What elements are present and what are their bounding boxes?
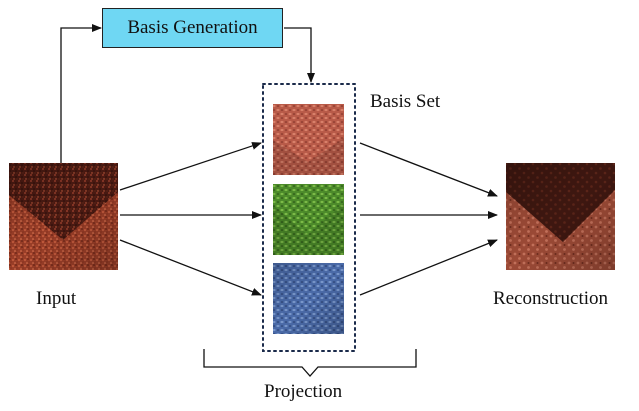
basis-tile-red [273,104,344,175]
projection-brace [203,349,417,377]
basis-generation-box: Basis Generation [102,8,283,48]
basis-set-frame [262,83,356,352]
input-label: Input [36,288,77,309]
projection-arrows-in [119,142,262,296]
basis-tile-green [273,184,344,255]
input-image [9,163,118,270]
reconstruction-label: Reconstruction [493,288,609,309]
basis-set-label: Basis Set [370,91,441,112]
reconstruction-arrows [359,142,498,296]
reconstruction-image [506,163,615,270]
basis-tile-blue [273,263,344,334]
basis-generation-connector [60,24,315,163]
projection-label: Projection [264,381,343,402]
basis-generation-label: Basis Generation [127,17,258,38]
